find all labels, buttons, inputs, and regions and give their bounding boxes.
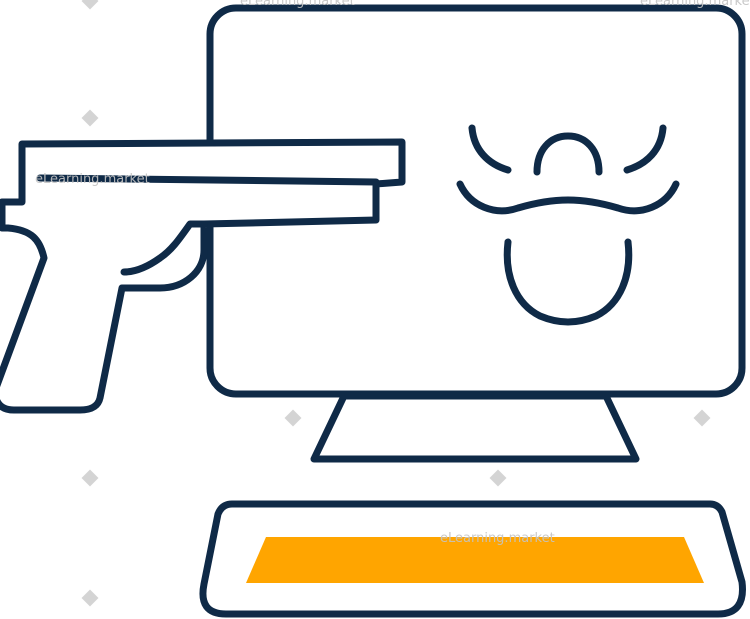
bug-head	[533, 132, 603, 176]
watermark-diamond	[81, 469, 99, 487]
watermark-diamond	[81, 109, 99, 127]
watermark-diamond	[81, 0, 99, 10]
bug-antenna-left	[468, 124, 512, 174]
watermark-diamond	[284, 409, 302, 427]
watermark-text: eLearning.market	[640, 0, 750, 9]
bug-wings	[456, 180, 680, 215]
watermark-text: eLearning.market	[35, 172, 150, 187]
pistol-icon	[0, 138, 406, 414]
bug-body	[503, 238, 633, 326]
pistol-trigger-guard	[120, 220, 208, 276]
pistol-body	[0, 138, 406, 414]
watermark-text-group: eLearning.market eLearning.market eLearn…	[35, 0, 750, 546]
pistol-slide-line	[36, 174, 380, 186]
watermark-text: eLearning.market	[440, 531, 555, 546]
watermark-diamond	[693, 409, 711, 427]
virus-bug-icon	[456, 124, 680, 326]
watermark-diamond	[489, 469, 507, 487]
keyboard-icon	[199, 500, 746, 618]
keyboard-keys-area	[246, 537, 704, 583]
bug-antenna-right	[623, 124, 667, 174]
monitor-stand	[310, 392, 640, 463]
watermark-text: eLearning.market	[240, 0, 355, 9]
watermark-diamond	[81, 589, 99, 607]
